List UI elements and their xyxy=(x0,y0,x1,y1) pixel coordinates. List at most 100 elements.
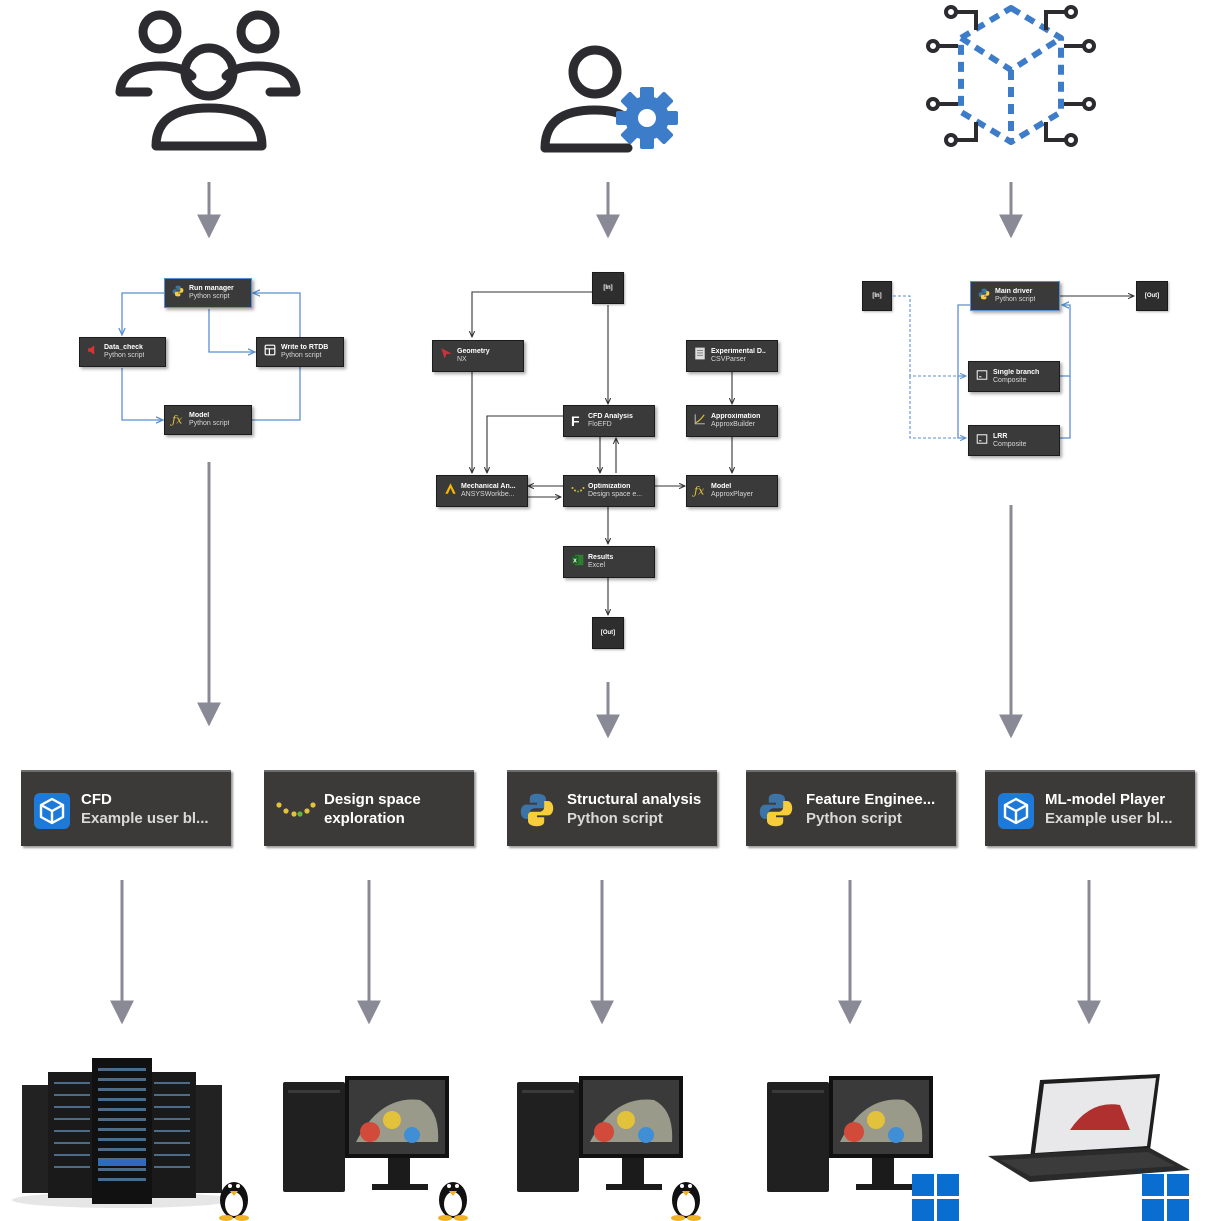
node-type: Composite xyxy=(993,376,1027,384)
node-type: CSVParser xyxy=(711,356,747,363)
nx-icon xyxy=(440,347,453,365)
block-name: CFD xyxy=(81,791,112,808)
block-to-machine-arrows xyxy=(110,880,1101,1025)
cube-icon xyxy=(997,792,1035,835)
block-type: Example user bl... xyxy=(1045,810,1173,827)
dse-dots-icon xyxy=(276,802,316,823)
in-port-mid[interactable]: [In] xyxy=(592,272,624,304)
fx-icon: ƒx xyxy=(172,413,183,427)
out-port-mid[interactable]: [Out] xyxy=(592,617,624,649)
in-port-right[interactable]: [In] xyxy=(862,281,892,311)
excel-icon: X xyxy=(571,553,584,571)
node-type: FloEFD xyxy=(588,421,612,428)
python-icon xyxy=(758,792,794,833)
dse-dots-icon xyxy=(571,482,585,500)
node-type: Python script xyxy=(189,293,230,300)
mid-workflow-links xyxy=(472,291,732,615)
curve-fit-icon xyxy=(694,412,706,430)
node-type: ApproxPlayer xyxy=(711,491,754,498)
node-name: Data_check xyxy=(104,344,143,351)
node-type: ApproxBuilder xyxy=(711,421,755,428)
node-name: Write to RTDB xyxy=(281,344,329,351)
node-type: Design space e... xyxy=(588,491,643,498)
python-icon xyxy=(978,287,990,305)
role-to-workflow-arrows xyxy=(197,182,1023,739)
experimental-data-node[interactable]: Experimental D..CSVParser xyxy=(686,340,778,372)
node-name: Main driver xyxy=(995,288,1033,295)
out-port-right[interactable]: [Out] xyxy=(1136,281,1168,311)
feature-engineering-block[interactable]: Feature Enginee... Python script xyxy=(746,770,956,846)
windows-icon xyxy=(912,1174,959,1221)
csv-file-icon xyxy=(694,347,706,365)
block-name-line2: exploration xyxy=(324,810,405,827)
block-type: Python script xyxy=(806,810,902,827)
windows-icon xyxy=(1142,1174,1189,1221)
node-name: Approximation xyxy=(711,413,761,420)
svg-text:X: X xyxy=(573,559,577,565)
node-name: CFD Analysis xyxy=(588,413,633,420)
node-name: LRR xyxy=(993,432,1008,440)
server-rack-machine xyxy=(12,1058,232,1208)
block-type: Python script xyxy=(567,810,663,827)
node-type: Python script xyxy=(995,296,1036,303)
block-type: Example user bl... xyxy=(81,810,209,827)
workstation-machine-3 xyxy=(767,1076,933,1192)
user-gear-icon xyxy=(540,45,678,153)
block-name: Design space xyxy=(324,791,421,808)
composite-icon xyxy=(976,368,988,386)
node-name: Optimization xyxy=(588,483,631,490)
right-workflow-links xyxy=(893,296,1134,438)
node-name: Single branch xyxy=(993,368,1040,376)
node-name: Mechanical An... xyxy=(461,483,516,490)
composite-icon xyxy=(976,432,988,450)
linux-icon xyxy=(671,1182,701,1221)
block-name: Structural analysis xyxy=(567,791,702,808)
floefd-icon: F xyxy=(571,413,580,429)
node-name: Experimental D.. xyxy=(711,348,766,355)
node-type: Composite xyxy=(993,440,1027,448)
node-name: Run manager xyxy=(189,285,234,292)
block-name: Feature Enginee... xyxy=(806,791,936,808)
mechanical-analysis-node[interactable]: Mechanical An...ANSYSWorkbe... xyxy=(436,475,528,507)
fx-icon: ƒx xyxy=(694,484,705,498)
node-type: Python script xyxy=(281,352,322,359)
linux-icon xyxy=(219,1182,249,1221)
node-name: Model xyxy=(189,412,210,419)
speaker-mute-icon xyxy=(87,343,99,361)
python-icon xyxy=(519,792,555,833)
block-name: ML-model Player xyxy=(1045,791,1166,808)
node-name: Geometry xyxy=(457,348,490,355)
node-name: Results xyxy=(588,554,614,561)
circuit-cube-icon xyxy=(926,5,1096,147)
table-layout-icon xyxy=(264,343,276,361)
laptop-machine xyxy=(988,1074,1190,1182)
ansys-icon xyxy=(444,482,457,500)
users-group-icon xyxy=(115,10,301,151)
node-type: ANSYSWorkbe... xyxy=(461,491,515,498)
node-type: Python script xyxy=(104,352,145,359)
cube-icon xyxy=(33,792,71,835)
workstation-machine-1 xyxy=(283,1076,449,1192)
dse-block[interactable]: Design space exploration xyxy=(264,770,474,846)
cfd-block[interactable]: CFD Example user bl... xyxy=(21,770,231,846)
node-type: Python script xyxy=(189,420,230,427)
node-type: Excel xyxy=(588,562,606,569)
workstation-machine-2 xyxy=(517,1076,683,1192)
node-type: NX xyxy=(457,356,467,363)
